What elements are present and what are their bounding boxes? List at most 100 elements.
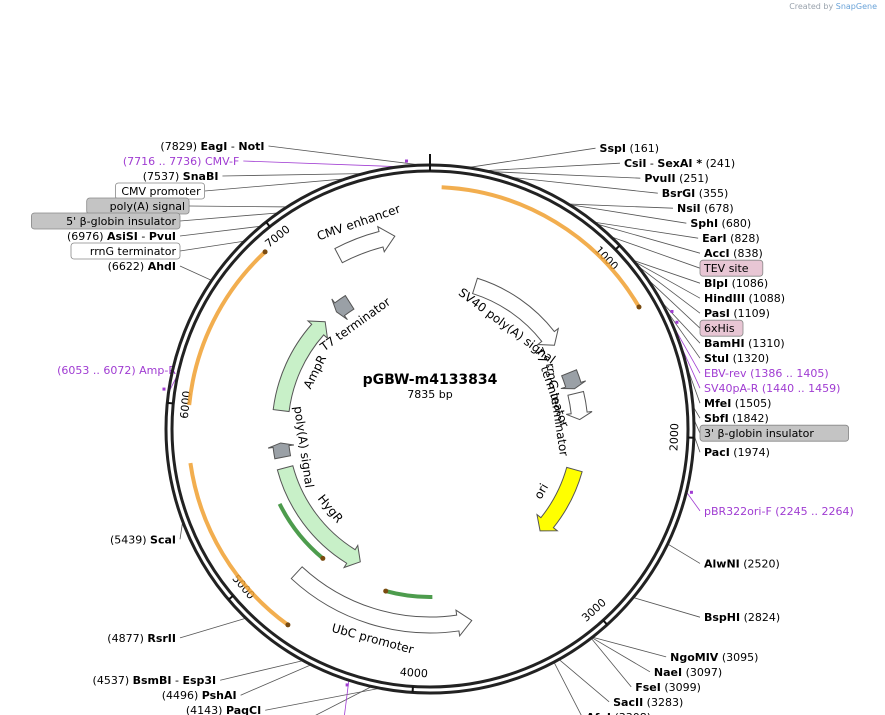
- leader-line: [344, 679, 350, 715]
- leader-line: [179, 265, 213, 282]
- label-part: (680): [718, 217, 751, 230]
- label-part: NaeI: [654, 666, 682, 679]
- label-part: PshAI: [202, 689, 237, 702]
- label-part: (1505): [731, 397, 771, 410]
- site-label: StuI (1320): [704, 352, 769, 365]
- leader-line: [315, 685, 374, 715]
- leader-line: [553, 661, 582, 715]
- site-label: (4496) PshAI: [162, 689, 237, 702]
- feature-arrow: [536, 466, 583, 532]
- feature-label-box: [699, 424, 850, 442]
- tick-mark: [265, 221, 271, 228]
- label-part: BlpI: [704, 277, 728, 290]
- plasmid-backbone: [164, 163, 696, 695]
- tick-mark: [227, 594, 234, 601]
- label-part: rrnG terminator: [90, 245, 177, 258]
- label-part: (1842): [729, 412, 769, 425]
- tick-mark: [614, 244, 621, 251]
- label-part: (838): [730, 247, 763, 260]
- label-part: (7716 .. 7736): [123, 155, 205, 168]
- site-label: MfeI (1505): [704, 397, 771, 410]
- leader-line: [204, 178, 351, 192]
- feature-label: T7 terminator: [317, 295, 393, 355]
- label-part: PvuII: [644, 172, 675, 185]
- credit-prefix: Created by: [789, 2, 834, 11]
- leader-line: [557, 658, 610, 703]
- label-part: TEV site: [703, 262, 749, 275]
- site-label: (5439) ScaI: [110, 533, 176, 546]
- site-label: FseI (3099): [635, 681, 701, 694]
- site-label: PacI (1974): [704, 446, 770, 459]
- site-label: CMV promoter: [121, 185, 201, 198]
- tick-label: 2000: [667, 423, 681, 451]
- leader-line: [189, 205, 290, 208]
- label-part: EarI: [702, 232, 726, 245]
- backbone-outer: [164, 163, 696, 695]
- label-part: (7537): [143, 170, 183, 183]
- leader-line: [268, 145, 429, 167]
- orf-layer: [187, 185, 642, 628]
- label-part: Esp3I: [182, 674, 216, 687]
- site-label: BsrGI (355): [662, 187, 729, 200]
- tick-label: 7000: [263, 223, 293, 251]
- leader-line: [179, 225, 263, 237]
- site-label: (6053 .. 6072) Amp-R: [57, 364, 176, 377]
- leader-line: [590, 637, 632, 688]
- orf-end: [320, 555, 326, 561]
- label-part: (5439): [110, 533, 150, 546]
- label-part: SspI: [600, 142, 626, 155]
- site-label: rrnG terminator: [90, 245, 177, 258]
- label-part: SV40pA-R: [704, 382, 759, 395]
- label-part: poly(A) signal: [110, 200, 185, 213]
- label-part: (2520): [740, 557, 780, 570]
- label-part: (1320): [729, 352, 769, 365]
- label-part: FseI: [635, 681, 661, 694]
- label-part: CMV-F: [205, 155, 239, 168]
- primer-mark: [345, 683, 349, 687]
- feature-label: ori: [531, 481, 551, 501]
- leader-line: [590, 636, 651, 673]
- site-label: AlwNI (2520): [704, 557, 780, 570]
- label-part: PaqCI: [226, 704, 261, 715]
- label-part: (1440 .. 1459): [758, 382, 840, 395]
- site-label: SspI (161): [600, 142, 660, 155]
- label-part: (2824): [740, 611, 780, 624]
- site-label: BspHI (2824): [704, 611, 780, 624]
- feature-arrow: [290, 566, 473, 638]
- label-part: CMV promoter: [121, 185, 201, 198]
- site-label: NsiI (678): [677, 202, 734, 215]
- leader-line: [243, 160, 408, 168]
- leader-line: [593, 222, 701, 254]
- site-label: CsiI - SexAI * (241): [624, 157, 735, 170]
- label-part: MfeI: [704, 397, 731, 410]
- orf-end: [636, 304, 642, 310]
- plasmid-name: pGBW-m4133834: [363, 372, 498, 388]
- label-part: (3097): [682, 666, 722, 679]
- feature-arrow: [566, 390, 593, 421]
- site-label: AfeI (3308): [586, 711, 651, 715]
- site-label: (6976) AsiSI - PvuI: [67, 230, 176, 243]
- site-label: (6622) AhdI: [108, 260, 176, 273]
- leader-line: [634, 263, 701, 314]
- label-part: SphI: [690, 217, 718, 230]
- label-part: (6622): [108, 260, 148, 273]
- feature-label-box: [699, 319, 744, 337]
- leader-line: [463, 147, 596, 169]
- label-part: AlwNI: [704, 557, 740, 570]
- orf-arc: [277, 503, 325, 560]
- label-part: (1310): [745, 337, 785, 350]
- site-label: (7829) EagI - NotI: [160, 140, 264, 153]
- label-part: (2245 .. 2264): [772, 505, 854, 518]
- label-part: Amp-R: [139, 364, 176, 377]
- label-part: (7829): [160, 140, 200, 153]
- label-part: BsrGI: [662, 187, 695, 200]
- site-label: PasI (1109): [704, 307, 770, 320]
- site-label: poly(A) signal: [110, 200, 185, 213]
- leader-line: [631, 259, 701, 299]
- label-part: (4877): [107, 632, 147, 645]
- label-part: SexAI *: [657, 157, 702, 170]
- label-part: (1086): [728, 277, 768, 290]
- label-part: EBV-rev: [704, 367, 747, 380]
